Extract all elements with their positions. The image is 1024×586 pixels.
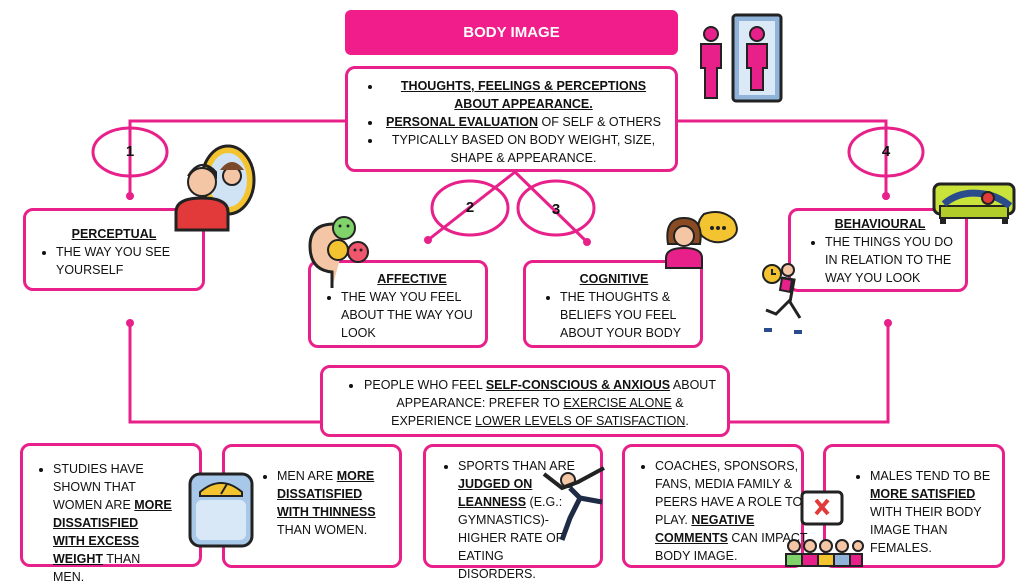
mirror-reflection-icon xyxy=(174,144,256,232)
coaches-box: COACHES, SPONSORS, FANS, MEDIA FAMILY & … xyxy=(622,444,807,568)
line-to-affective xyxy=(427,170,516,242)
behavioural-heading: BEHAVIOURAL xyxy=(834,217,926,231)
studies-box: STUDIES HAVE SHOWN THAT WOMEN ARE MORE D… xyxy=(20,443,202,584)
weighing-scale-icon xyxy=(188,472,254,548)
dot xyxy=(882,192,890,200)
cognitive-heading: COGNITIVE xyxy=(579,272,649,286)
perceptual-text: THE WAY YOU SEE YOURSELF xyxy=(56,243,194,279)
definition-point-2-text: OF SELF & OTHERS xyxy=(538,115,662,129)
mirror-people-icon xyxy=(700,13,783,103)
self-conscious-text: PEOPLE WHO FEEL SELF-CONSCIOUS & ANXIOUS… xyxy=(363,376,717,430)
behavioural-box: BEHAVIOURAL THE THINGS YOU DO IN RELATIO… xyxy=(788,208,968,292)
line-to-behavioural xyxy=(678,119,888,200)
ellipse-3 xyxy=(516,179,596,237)
affective-box: AFFECTIVE THE WAY YOU FEEL ABOUT THE WAY… xyxy=(308,260,488,348)
definition-box: THOUGHTS, FEELINGS & PERCEPTIONS ABOUT AP… xyxy=(345,66,678,172)
emotions-head-icon xyxy=(308,216,369,288)
dot xyxy=(126,192,134,200)
sports-box: SPORTS THAN ARE JUDGED ON LEANNESS (E.G.… xyxy=(423,444,603,581)
cognitive-box: COGNITIVE THE THOUGHTS & BELIEFS YOU FEE… xyxy=(523,260,703,348)
runner-clock-icon xyxy=(762,263,802,334)
cognitive-text: THE THOUGHTS & BELIEFS YOU FEEL ABOUT YO… xyxy=(560,288,690,342)
self-conscious-box: PEOPLE WHO FEEL SELF-CONSCIOUS & ANXIOUS… xyxy=(320,365,730,437)
number-4: 4 xyxy=(881,143,891,160)
gymnast-icon xyxy=(542,466,605,541)
dot xyxy=(583,238,591,246)
page-title: BODY IMAGE xyxy=(345,10,678,55)
affective-heading: AFFECTIVE xyxy=(377,272,447,286)
definition-point-2-emph: PERSONAL EVALUATION xyxy=(385,115,539,129)
behavioural-text: THE THINGS YOU DO IN RELATION TO THE WAY… xyxy=(825,233,957,287)
thinking-woman-icon xyxy=(665,211,738,269)
dot xyxy=(424,236,432,244)
males-box: MALES TEND TO BE MORE SATISFIED WITH THE… xyxy=(823,444,1005,568)
ellipse-4 xyxy=(847,126,925,178)
perceptual-box: PERCEPTUAL THE WAY YOU SEE YOURSELF xyxy=(23,208,205,291)
line-to-perceptual xyxy=(128,119,345,200)
dot xyxy=(126,319,134,327)
negative-comments-icon xyxy=(785,490,864,567)
definition-point-1b: ABOUT APPEARANCE. xyxy=(454,97,593,111)
males-text: MALES TEND TO BE MORE SATISFIED WITH THE… xyxy=(870,467,994,557)
affective-text: THE WAY YOU FEEL ABOUT THE WAY YOU LOOK xyxy=(341,288,475,342)
coaches-text: COACHES, SPONSORS, FANS, MEDIA FAMILY & … xyxy=(655,457,813,565)
ellipse-2 xyxy=(430,179,510,237)
line-right-bottom xyxy=(728,322,890,424)
number-3: 3 xyxy=(551,201,561,218)
ellipse-1 xyxy=(91,126,169,178)
definition-point-1a: THOUGHTS, FEELINGS & PERCEPTIONS xyxy=(400,79,647,93)
studies-text: STUDIES HAVE SHOWN THAT WOMEN ARE MORE D… xyxy=(53,460,173,586)
men-box: MEN ARE MORE DISSATISFIED WITH THINNESS … xyxy=(222,444,402,568)
dot xyxy=(884,319,892,327)
perceptual-heading: PERCEPTUAL xyxy=(71,227,157,241)
line-left-bottom xyxy=(128,322,322,424)
men-text: MEN ARE MORE DISSATISFIED WITH THINNESS … xyxy=(277,467,391,539)
couch-person-icon xyxy=(932,182,1016,224)
definition-point-3: TYPICALLY BASED ON BODY WEIGHT, SIZE, SH… xyxy=(391,133,656,165)
number-2: 2 xyxy=(465,199,475,216)
number-1: 1 xyxy=(125,143,135,160)
